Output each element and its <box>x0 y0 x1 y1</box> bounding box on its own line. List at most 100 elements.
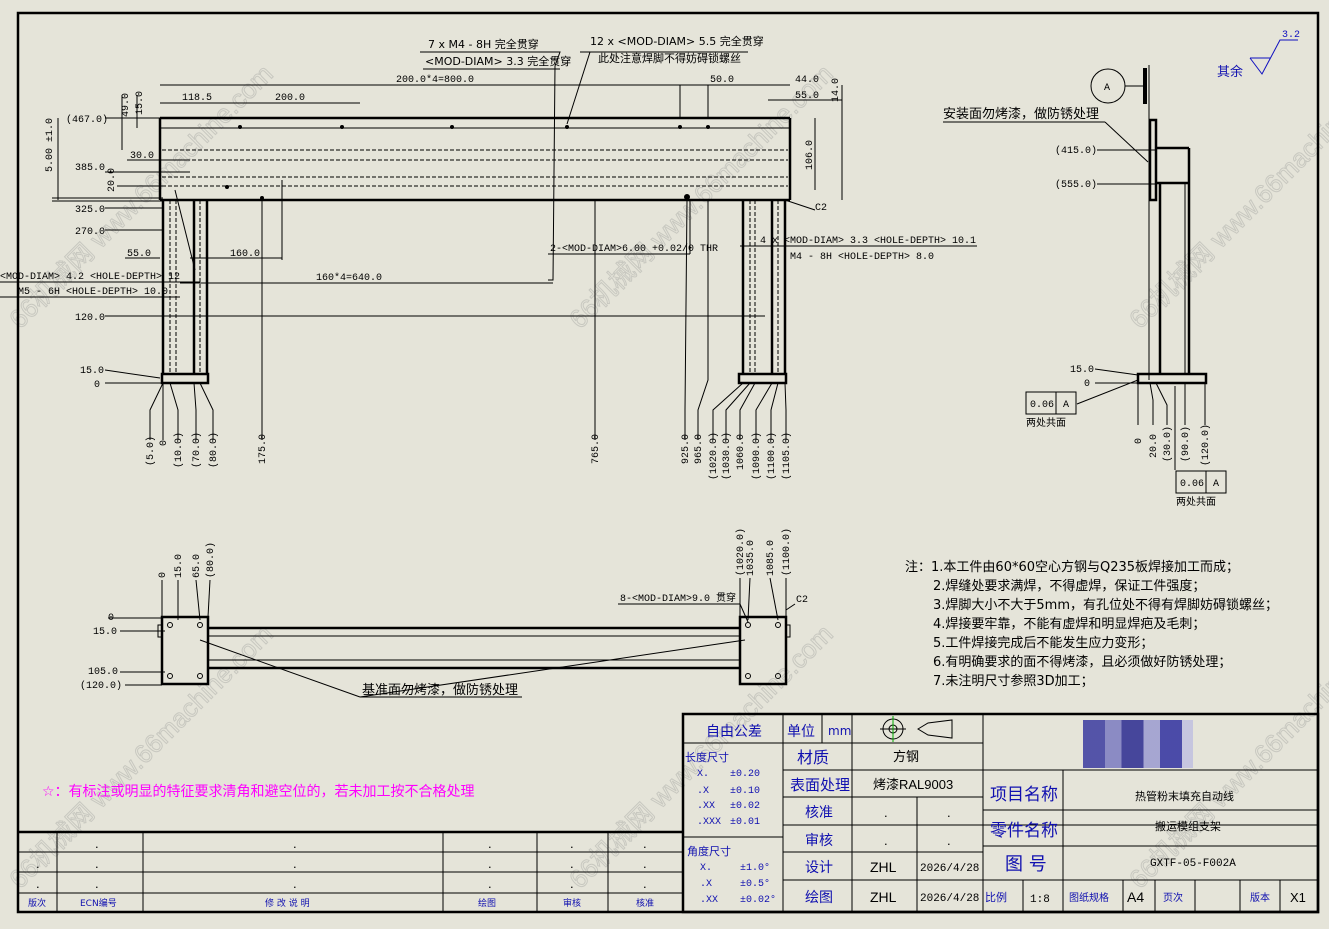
tol-value: ±0.02 <box>730 801 760 812</box>
part-name: 搬运模组支架 <box>1155 819 1221 833</box>
note-item: 1.本工件由60*60空心方钢与Q235板焊接加工而成； <box>931 560 1240 575</box>
company-logo <box>1083 720 1193 768</box>
callout-through-holes: 12 x <MOD-DIAM> 5.5 完全贯穿 <box>590 34 764 48</box>
dot: . <box>570 876 574 891</box>
rev-header-review: 审核 <box>563 897 581 909</box>
dim-44: 44.0 <box>795 75 819 86</box>
dim-415: (415.0) <box>1055 145 1097 157</box>
dim-555: (555.0) <box>1055 179 1097 191</box>
title-block: 自由公差 单位 mm 长度尺寸 X. ±0.20 .X ±0.10 .XX ±0… <box>681 712 1320 914</box>
dim-ord: (10.0) <box>173 432 185 468</box>
bottom-top-dim: 15.0 <box>174 554 185 578</box>
page-label: 页次 <box>1163 891 1183 904</box>
bottom-left-dim: 105.0 <box>88 667 118 678</box>
dot: . <box>570 856 574 871</box>
rev-header-desc: 修 改 说 明 <box>265 897 310 909</box>
dim-ord: (1100.0) <box>766 432 778 480</box>
tol-format: X. <box>697 769 709 780</box>
watermark: 66机械网 www.66machine.com <box>1123 59 1329 335</box>
side-dim-0: 0 <box>1084 379 1090 390</box>
flatness-frame: 0.06 A 两处共面 <box>1175 470 1227 508</box>
rev-header-approve: 核准 <box>636 897 654 909</box>
note-item: 6.有明确要求的面不得烤漆，且必须做好防锈处理； <box>933 655 1232 670</box>
machining-warning: ☆：有标注或明显的特征要求清角和避空位的，若未加工按不合格处理 <box>42 784 475 800</box>
dim-640: 160*4=640.0 <box>316 272 382 284</box>
callout-weld-note: 此处注意焊脚不得妨碍锁螺丝 <box>598 51 741 65</box>
dim-20: 20.0 <box>107 168 118 192</box>
rev-placeholders: . . . . . . . . . . . . . . . . . <box>36 836 647 891</box>
dot: . <box>293 836 297 851</box>
project-name: 热管粉末填充自动线 <box>1135 789 1234 803</box>
surface-value: 烤漆RAL9003 <box>873 777 953 792</box>
approve-date: . <box>947 805 951 820</box>
draw-date: 2026/4/28 <box>920 893 979 905</box>
dim-ord: (1105.0) <box>781 432 793 480</box>
dim-ord: (70.0) <box>191 432 203 468</box>
version-value: X1 <box>1290 890 1306 905</box>
callout-pin-holes: 2-<MOD-DIAM>6.00 +0.02/0 THR <box>550 243 718 255</box>
bottom-left-dim: 15.0 <box>93 627 117 638</box>
bottom-paint-note: 基准面勿烤漆，做防锈处理 <box>362 682 518 698</box>
dim-270: 270.0 <box>75 227 105 238</box>
tolerance-note: 两处共面 <box>1026 417 1066 429</box>
tol-value: ±0.20 <box>730 769 760 780</box>
project-label: 项目名称 <box>990 785 1058 805</box>
tol-value: ±0.02° <box>740 894 776 906</box>
scale-label: 比例 <box>985 890 1007 904</box>
dim-160: 160.0 <box>230 249 260 260</box>
dim-14: 14.0 <box>831 78 842 102</box>
bottom-left-dim: (120.0) <box>80 680 122 692</box>
dim-49: 49.0 <box>121 93 132 117</box>
dot: . <box>95 856 99 871</box>
bottom-top-dim: 65.0 <box>192 554 203 578</box>
bottom-left-dim: 0 <box>108 613 114 624</box>
bottom-top-dim: 0 <box>158 572 169 578</box>
dim-ord: 0 <box>159 440 170 446</box>
dim-118-5: 118.5 <box>182 93 212 104</box>
tol-format: .X <box>700 879 712 890</box>
side-dim-15: 15.0 <box>1070 365 1094 376</box>
dot: . <box>293 876 297 891</box>
projection-symbol-icon <box>880 716 953 742</box>
tolerance-value: 0.06 <box>1180 479 1204 490</box>
callout-right-hole: 4 x <MOD-DIAM> 3.3 <HOLE-DEPTH> 10.1 <box>760 236 976 247</box>
tol-format: X. <box>700 863 712 874</box>
sheet-size-value: A4 <box>1127 889 1144 905</box>
material-value: 方钢 <box>893 749 919 764</box>
design-label: 设计 <box>805 860 833 876</box>
dim-ord: 925.0 <box>681 434 692 464</box>
side-ord-dim: 20.0 <box>1149 434 1160 458</box>
free-tolerance-label: 自由公差 <box>706 724 762 740</box>
rev-header-drawn: 绘图 <box>478 897 496 909</box>
callout-tap-holes: 7 x M4 - 8H 完全贯穿 <box>428 37 539 51</box>
datum-label: A <box>1104 83 1110 94</box>
bottom-top-dim: 1035.0 <box>746 540 757 576</box>
side-paint-note: 安装面勿烤漆，做防锈处理 <box>943 106 1099 122</box>
dim-15: 15.0 <box>135 91 146 115</box>
dot: . <box>488 836 492 851</box>
note-item: 3.焊脚大小不大于5mm，有孔位处不得有焊脚妨碍锁螺丝； <box>933 598 1279 613</box>
side-ord-dim: (30.0) <box>1162 426 1174 462</box>
callout-tap-holes-drill: <MOD-DIAM> 3.3 完全贯穿 <box>425 54 571 68</box>
material-label: 材质 <box>797 748 829 767</box>
technical-notes: 注：1.本工件由60*60空心方钢与Q235板焊接加工而成； 2.焊缝处要求满焊… <box>905 558 1278 691</box>
dot: . <box>488 856 492 871</box>
bottom-chamfer: C2 <box>796 595 808 606</box>
bottom-top-dim: (1100.0) <box>781 528 793 576</box>
note-item: 5.工件焊接完成后不能发生应力变形； <box>933 636 1154 651</box>
tol-format: .XX <box>700 895 718 906</box>
angle-tol-label: 角度尺寸 <box>687 844 731 858</box>
dim-ord: (1030.0) <box>721 432 733 480</box>
tolerance-value: 0.06 <box>1030 400 1054 411</box>
review-label: 审核 <box>805 833 833 849</box>
dim-ord: (80.0) <box>208 432 220 468</box>
tol-value: ±0.01 <box>730 817 760 828</box>
side-ord-dim: (90.0) <box>1180 426 1192 462</box>
dim-800: 200.0*4=800.0 <box>396 74 474 86</box>
tol-format: .XX <box>697 801 715 812</box>
dim-55-left: 55.0 <box>127 249 151 260</box>
length-tolerances: X. ±0.20 .X ±0.10 .XX ±0.02 .XXX ±0.01 <box>697 769 760 828</box>
approve-name: . <box>884 805 888 820</box>
note-item: 7.未注明尺寸参照3D加工； <box>933 674 1094 689</box>
dot: . <box>95 836 99 851</box>
